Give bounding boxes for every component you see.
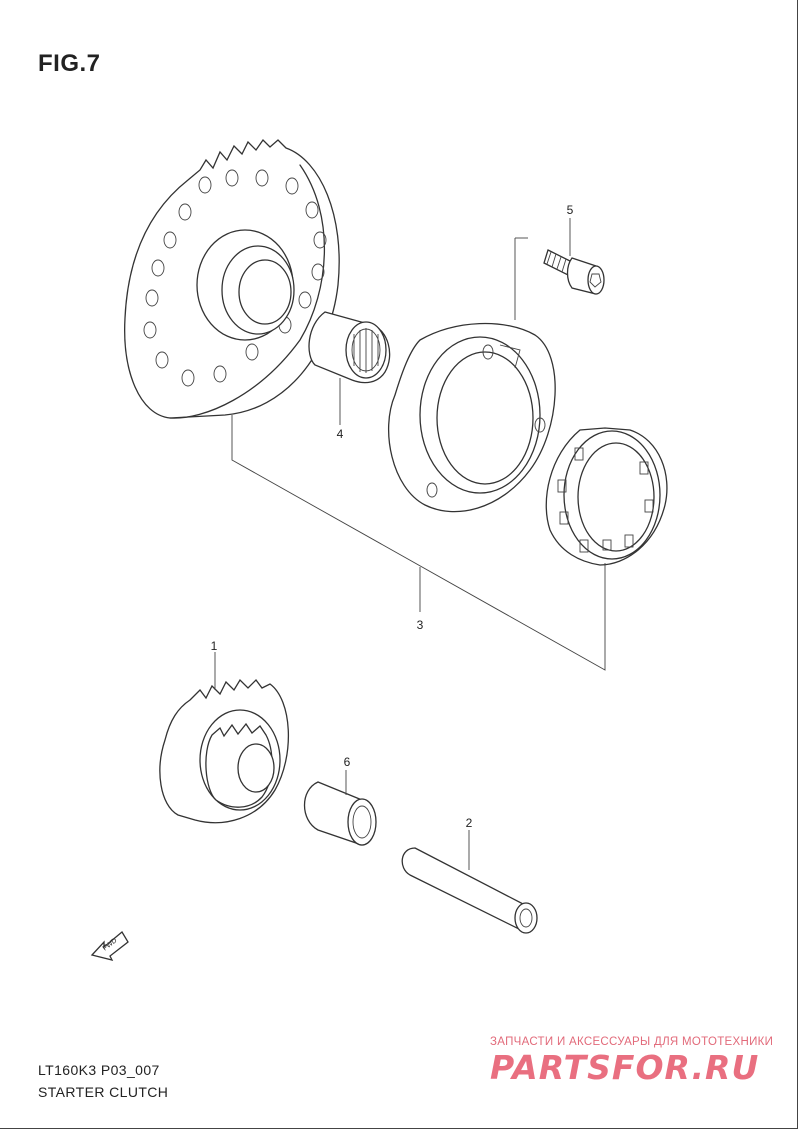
clutch-housing: [388, 322, 556, 513]
callout-4: 4: [337, 427, 344, 441]
starter-idle-gear: [159, 678, 289, 824]
callout-2: 2: [466, 816, 473, 830]
watermark-tagline: ЗАПЧАСТИ И АКСЕССУАРЫ ДЛЯ МОТОТЕХНИКИ: [490, 1036, 774, 1048]
needle-bearing: [308, 311, 391, 384]
allen-bolt: [543, 249, 605, 295]
callout-numbers: 1 2 3 4 5 6: [211, 203, 574, 830]
callout-5: 5: [567, 203, 574, 217]
starter-clutch-gear: [124, 138, 340, 419]
one-way-clutch-sprag: [545, 427, 668, 566]
watermark-brand: PARTSFOR.RU: [490, 1048, 760, 1087]
callout-1: 1: [211, 639, 218, 653]
model-code: LT160K3 P03_007: [38, 1062, 160, 1078]
forward-arrow-icon: FWD: [90, 931, 129, 961]
leader-lines: [214, 218, 606, 870]
callout-3: 3: [417, 618, 424, 632]
figure-title: FIG.7: [38, 50, 101, 77]
callout-6: 6: [344, 755, 351, 769]
bushing: [304, 781, 377, 846]
section-name: STARTER CLUTCH: [38, 1084, 169, 1100]
idle-gear-shaft: [401, 847, 538, 934]
